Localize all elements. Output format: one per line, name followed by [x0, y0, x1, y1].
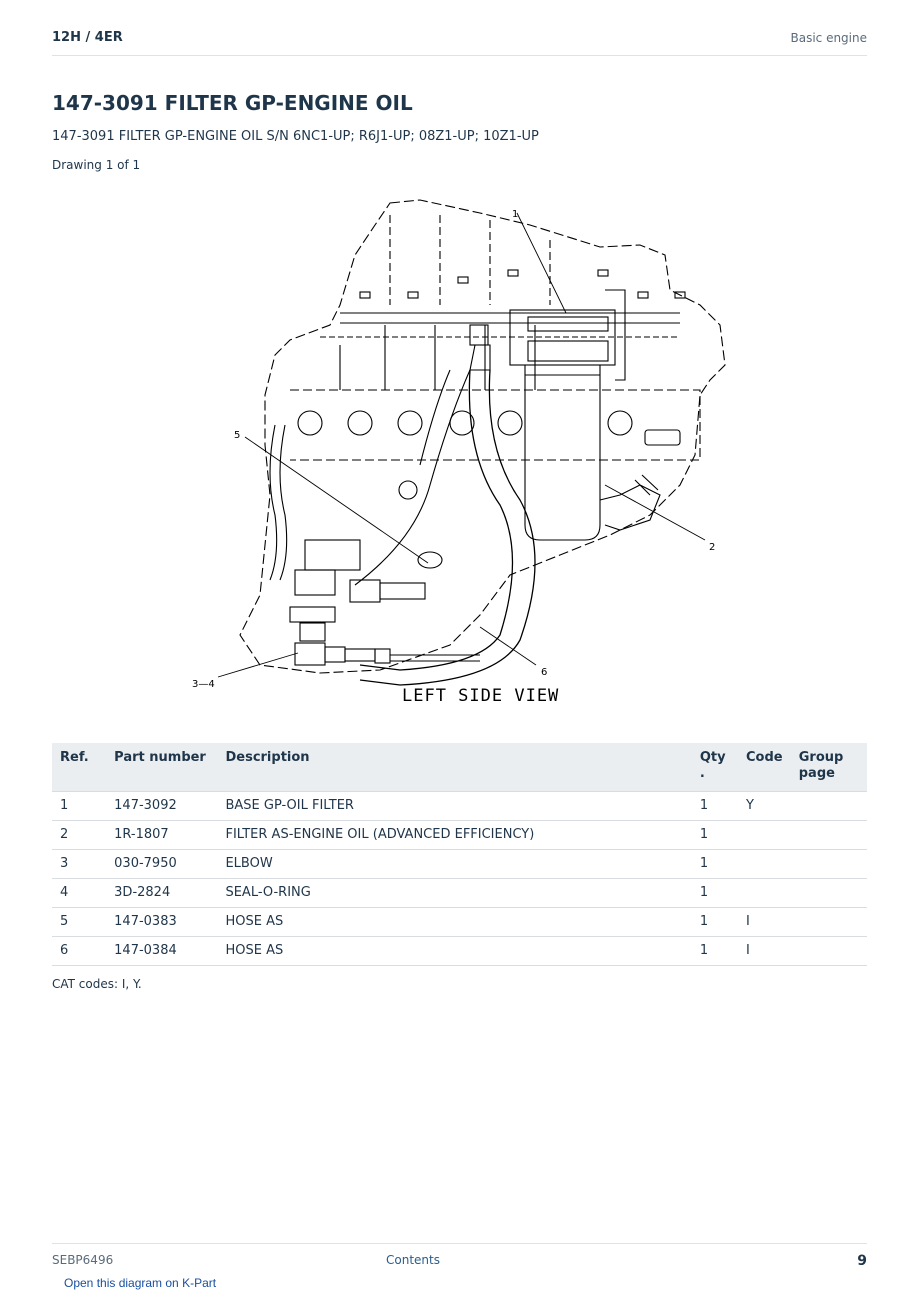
cell-qty: 1: [691, 936, 738, 966]
callout-2: 2: [709, 542, 715, 553]
parts-diagram: 1 2 3—4 5 6 LEFT SIDE VIEW: [180, 195, 740, 715]
cell-qty: 1: [691, 878, 738, 908]
cell-ref: 3: [52, 849, 107, 879]
page-subtitle: 147-3091 FILTER GP-ENGINE OIL S/N 6NC1-U…: [52, 129, 539, 144]
cell-part-number: 3D-2824: [106, 878, 218, 908]
cell-code: I: [737, 936, 791, 966]
cell-part-number: 147-0383: [106, 907, 218, 937]
document-id: SEBP6496: [52, 1253, 114, 1267]
parts-table: Ref. Part number Description Qty. Code G…: [52, 743, 867, 966]
cell-group-page: [790, 849, 867, 879]
model-breadcrumb: 12H / 4ER: [52, 30, 123, 45]
table-header-row: Ref. Part number Description Qty. Code G…: [52, 743, 867, 792]
cell-part-number: 030-7950: [106, 849, 218, 879]
section-name: Basic engine: [790, 31, 867, 45]
cell-ref: 1: [52, 791, 107, 821]
callout-3-4: 3—4: [192, 679, 215, 690]
contents-link[interactable]: Contents: [386, 1253, 440, 1267]
cell-ref: 6: [52, 936, 107, 966]
cell-description: SEAL-O-RING: [217, 878, 692, 908]
cell-code: [737, 820, 791, 850]
cell-qty: 1: [691, 849, 738, 879]
cell-description: ELBOW: [217, 849, 692, 879]
cell-part-number: 1R-1807: [106, 820, 218, 850]
cell-description: HOSE AS: [217, 907, 692, 937]
callout-6: 6: [541, 667, 547, 678]
cell-description: FILTER AS-ENGINE OIL (ADVANCED EFFICIENC…: [217, 820, 692, 850]
page-number: 9: [857, 1253, 867, 1269]
cell-group-page: [790, 878, 867, 908]
table-row: 5 147-0383 HOSE AS 1 I: [52, 907, 867, 937]
cell-code: [737, 878, 791, 908]
table-row: 4 3D-2824 SEAL-O-RING 1: [52, 878, 867, 908]
page-header: 12H / 4ER Basic engine: [52, 28, 867, 56]
header-qty-line1: Qty: [699, 750, 726, 765]
engine-oil-filter-drawing: 1 2 3—4 5 6 LEFT SIDE VIEW: [192, 199, 726, 706]
cell-ref: 2: [52, 820, 107, 850]
page-footer: SEBP6496 Contents 9: [52, 1243, 867, 1274]
drawing-count: Drawing 1 of 1: [52, 158, 141, 172]
table-row: 6 147-0384 HOSE AS 1 I: [52, 936, 867, 966]
cell-group-page: [790, 820, 867, 850]
cell-code: [737, 849, 791, 879]
header-qty-line2: .: [699, 766, 705, 781]
kpart-diagram-link[interactable]: Open this diagram on K-Part: [64, 1276, 217, 1290]
cell-qty: 1: [691, 820, 738, 850]
cell-group-page: [790, 791, 867, 821]
cell-qty: 1: [691, 791, 738, 821]
callout-5: 5: [234, 430, 240, 441]
header-group-line1: Group: [798, 750, 844, 765]
callout-1: 1: [512, 209, 518, 220]
view-label: LEFT SIDE VIEW: [402, 686, 559, 706]
table-row: 3 030-7950 ELBOW 1: [52, 849, 867, 879]
page-title: 147-3091 FILTER GP-ENGINE OIL: [52, 91, 413, 115]
cell-part-number: 147-0384: [106, 936, 218, 966]
header-description: Description: [217, 743, 692, 792]
cell-qty: 1: [691, 907, 738, 937]
header-qty: Qty.: [691, 743, 738, 792]
cat-codes-note: CAT codes: I, Y.: [52, 977, 142, 991]
cell-ref: 4: [52, 878, 107, 908]
cell-part-number: 147-3092: [106, 791, 218, 821]
cell-ref: 5: [52, 907, 107, 937]
cell-description: BASE GP-OIL FILTER: [217, 791, 692, 821]
header-part-number: Part number: [106, 743, 218, 792]
header-ref: Ref.: [52, 743, 107, 792]
cell-description: HOSE AS: [217, 936, 692, 966]
cell-code: Y: [737, 791, 791, 821]
header-group-line2: page: [798, 766, 835, 781]
cell-group-page: [790, 907, 867, 937]
cell-code: I: [737, 907, 791, 937]
cell-group-page: [790, 936, 867, 966]
header-code: Code: [737, 743, 791, 792]
table-row: 2 1R-1807 FILTER AS-ENGINE OIL (ADVANCED…: [52, 820, 867, 850]
table-row: 1 147-3092 BASE GP-OIL FILTER 1 Y: [52, 791, 867, 821]
